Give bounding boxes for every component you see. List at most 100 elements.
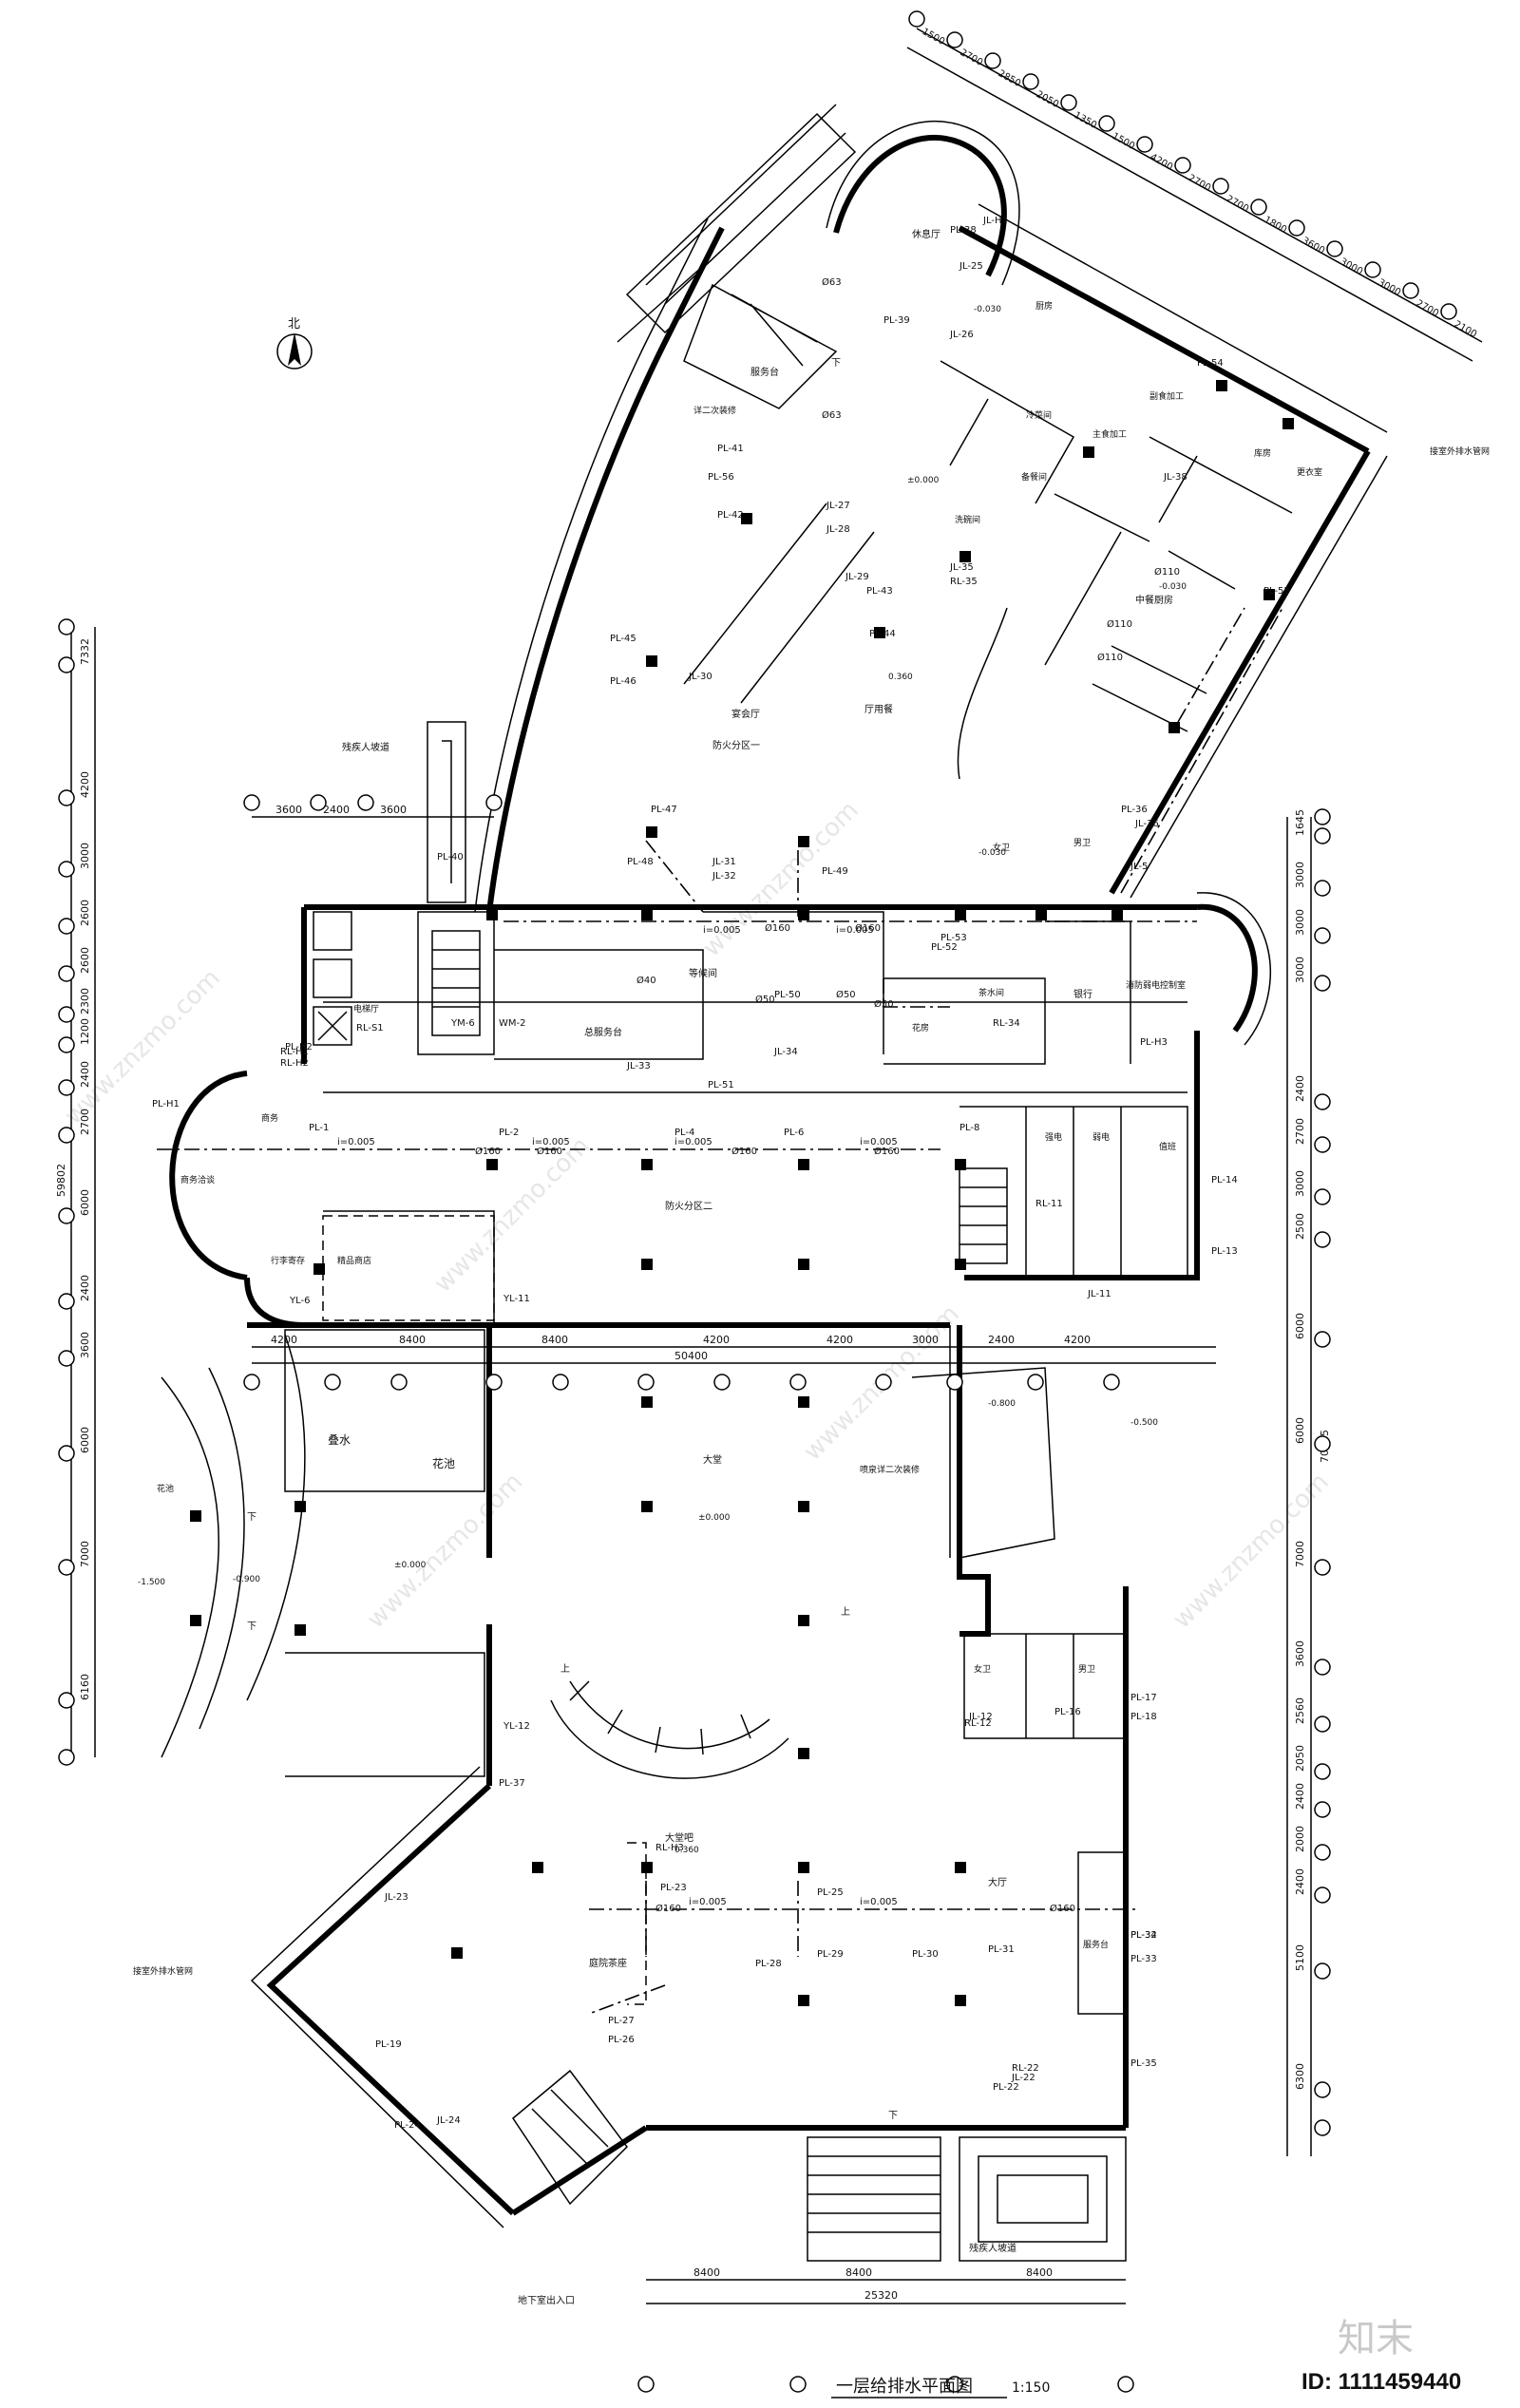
- drain-branch-1: [645, 840, 950, 1008]
- top-dimension: 2700: [1187, 173, 1213, 194]
- pipe-label-pl: PL-55: [1264, 586, 1290, 597]
- grid-axis-bubble: [1314, 1659, 1331, 1676]
- north-wing-west-wall: [486, 226, 725, 913]
- pipe-label-rl: YL-6: [289, 1296, 310, 1306]
- pipe-label-jl: JL-28: [826, 524, 850, 535]
- elevation-mark: -0.030: [1159, 582, 1187, 592]
- grid-axis-bubble: [946, 2376, 963, 2393]
- grid-bubbles: [58, 10, 1457, 2393]
- grid-axis-bubble: [1027, 1374, 1044, 1391]
- column: [451, 1947, 463, 1959]
- room-restroom-bottom-m: 男卫: [1078, 1664, 1095, 1675]
- right-dimension: 6000: [1294, 1313, 1306, 1339]
- column: [798, 1748, 809, 1759]
- pipe-label-pl: PL-39: [884, 315, 910, 326]
- south-wing-diagonal-west-outer: [250, 1766, 504, 2228]
- north-label: 北: [288, 317, 300, 332]
- pipe-label-pl: PL-43: [866, 586, 893, 597]
- top-dimension: 2050: [1035, 89, 1061, 110]
- pipe-label-pl: PL-33: [1130, 1954, 1157, 1964]
- right-dimension: 2500: [1294, 1213, 1306, 1240]
- grid-axis-bubble: [1314, 2081, 1331, 2098]
- pipe-label-pl: PL-27: [608, 2016, 635, 2026]
- pipe-label-pl: PL-46: [610, 676, 636, 687]
- column: [1282, 418, 1294, 429]
- grid-axis-bubble: [637, 2376, 655, 2393]
- pipe-label-jl: JL-25: [959, 261, 983, 272]
- grid-axis-bubble: [485, 794, 503, 811]
- room-labels: 休息厅 服务台 详二次装修 宴会厅 防火分区一 厅用餐 中餐厨房 冷菜间 主食加…: [133, 228, 1490, 2306]
- top-dimension: 2850: [997, 68, 1023, 89]
- room-banquet: 宴会厅: [732, 708, 760, 720]
- pipe-slope-label: i=0.005: [860, 1137, 898, 1147]
- room-business: 商务: [261, 1112, 278, 1124]
- pipe-label-pl: PL-34: [1130, 1930, 1157, 1941]
- grid-axis-bubble: [1314, 1331, 1331, 1348]
- pipe-slope-label: i=0.005: [532, 1137, 570, 1147]
- top-dimension: 3000: [1339, 256, 1365, 277]
- pipe-label-pl: PL-29: [817, 1949, 844, 1960]
- column: [646, 655, 657, 667]
- top-dimension: 2700: [1225, 194, 1251, 215]
- kitchen-partitions: [940, 360, 1293, 666]
- elevation-mark: 0.360: [674, 1846, 699, 1855]
- north-wing-inner-edge: [957, 607, 1008, 780]
- column: [1083, 446, 1094, 458]
- column: [1036, 909, 1047, 920]
- grid-axis-bubble: [1314, 1188, 1331, 1205]
- label-down-2: 下: [247, 1512, 256, 1523]
- stair-north-ramp: [625, 112, 857, 334]
- room-planter-2: 花池: [157, 1483, 174, 1494]
- pipe-label-jl: JL-29: [845, 572, 869, 582]
- right-dimension: 6300: [1294, 2063, 1306, 2090]
- mid-dimension: 4200: [271, 1334, 297, 1346]
- room-luggage: 行李寄存: [271, 1255, 305, 1266]
- room-flower: 花房: [912, 1022, 929, 1033]
- column: [532, 1862, 543, 1873]
- right-dimension: 3000: [1294, 1170, 1306, 1197]
- pipe-label-rl: RL-34: [993, 1018, 1020, 1029]
- restroom-south: [963, 1633, 1127, 1739]
- mid-dimension: 4200: [1064, 1334, 1091, 1346]
- top-dimension: 1350: [1073, 110, 1099, 131]
- room-business-center: 商务洽谈: [180, 1174, 215, 1185]
- grid-axis-bubble: [310, 794, 327, 811]
- grid-axis-bubble: [1314, 1136, 1331, 1153]
- pipe-slope-label: i=0.005: [337, 1137, 375, 1147]
- right-dimension: 2700: [1294, 1118, 1306, 1145]
- grid-axis-bubble: [357, 794, 374, 811]
- grid-axis-bubble: [1250, 199, 1267, 216]
- right-dimension: 3600: [1294, 1640, 1306, 1667]
- left-dimension: 3600: [79, 1332, 91, 1358]
- watermark-text: www.znzmo.com: [362, 1468, 528, 1634]
- column: [1112, 909, 1123, 920]
- grid-axis-bubble: [789, 2376, 807, 2393]
- grid-axis-bubble: [1314, 808, 1331, 825]
- pipe-label-pl: PL-44: [869, 629, 896, 639]
- left-total-dimension: 59802: [55, 1164, 67, 1197]
- ramp-north-left: [427, 721, 466, 903]
- room-female-wc: 女卫: [993, 842, 1010, 853]
- grid-axis-bubble: [58, 1350, 75, 1367]
- grid-axis-bubble: [243, 1374, 260, 1391]
- room-changeroom: 更衣室: [1297, 466, 1322, 478]
- north-wing-west-wall-outer: [474, 218, 709, 913]
- grid-axis-bubble: [243, 794, 260, 811]
- right-dimension: 1645: [1294, 809, 1306, 836]
- kitchen-counters: [1092, 550, 1236, 732]
- elevation-mark: -1.500: [138, 1578, 165, 1587]
- pipe-label-pl: PL-H3: [1140, 1037, 1168, 1048]
- elevation-mark: -0.800: [988, 1399, 1016, 1409]
- stair-east: [959, 1167, 1008, 1264]
- kitchen-east-wall: [1109, 449, 1371, 895]
- stair-north-core: [683, 283, 838, 409]
- pipe-size-label: Ø160: [765, 922, 790, 934]
- grid-axis-bubble: [1288, 219, 1305, 237]
- pipe-label-jl: JL-11: [1087, 1289, 1112, 1299]
- grid-axis-bubble: [58, 1036, 75, 1053]
- room-drain-top: 接室外排水管网: [1430, 446, 1490, 457]
- pipe-label-pl: PL-40: [437, 852, 464, 863]
- drain-kitchen: [1120, 607, 1283, 894]
- pipe-label-pl: PL-14: [1211, 1175, 1238, 1185]
- pipe-label-pl: PL-4: [674, 1128, 694, 1138]
